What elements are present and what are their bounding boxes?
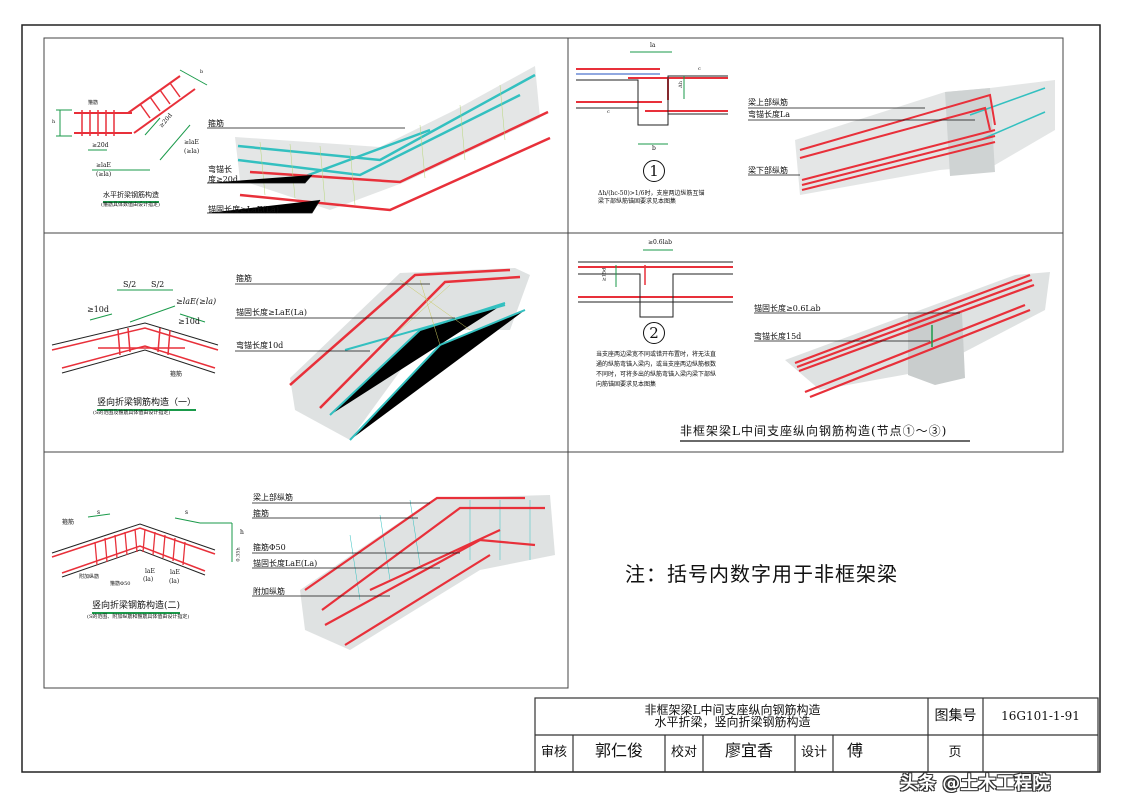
label-bend-1: 弯锚长: [208, 165, 232, 174]
node-1-diagram: [576, 51, 728, 145]
caption-vertical-fold-2: 竖向折梁钢筋构造(二): [92, 598, 181, 614]
caption-note: (S的范围及箍筋具体值由设计指定): [93, 410, 171, 416]
label-anchor: 锚固长度≥LaE(La): [208, 205, 279, 214]
note-line: 不同时，可将多出的纵筋弯锚入梁内梁下部纵: [596, 371, 717, 378]
label-bend-2: 度≥20d: [208, 175, 239, 184]
review-label: 审核: [540, 745, 567, 760]
small-label-stirrup: 箍筋: [170, 371, 183, 378]
label-bend-la: 弯锚长度La: [748, 110, 791, 119]
caption-horizontal-fold: 水平折梁钢筋构造: [103, 190, 159, 203]
label-bottom-rebar: 梁下部纵筋: [748, 166, 788, 175]
dim-s-1: s: [97, 509, 101, 516]
vertical-fold-beam-2-diagram: [51, 513, 233, 578]
label-anchor: 锚固长度LaE(La): [253, 559, 318, 568]
drawing-title-line-2: 水平折梁，竖向折梁钢筋构造: [654, 715, 811, 729]
dim-dh: Δh: [677, 81, 684, 88]
label-extra-rebar: 附加纵筋: [253, 587, 285, 596]
dim-lae-1: laE: [145, 568, 155, 575]
dim-s-half-1: S/2: [123, 280, 137, 289]
label-bend-15d: 弯锚长度15d: [754, 332, 802, 341]
small-label-stirrup: 箍筋: [62, 519, 75, 526]
caption-vertical-fold-1: 竖向折梁钢筋构造（一）: [97, 395, 197, 411]
dim-s-half-2: S/2: [151, 280, 165, 289]
label-stirrup: 箍筋: [208, 119, 224, 128]
caption-note: (S的范围、附加纵筋和箍筋具体值由设计指定): [87, 614, 190, 620]
dim-b: b: [652, 145, 656, 152]
caption-note: (箍筋具体数值由设计指定): [101, 202, 160, 208]
general-note: 注：括号内数字用于非框架梁: [625, 562, 898, 586]
node-1-3d: [748, 80, 1055, 195]
node-2-diagram: [578, 249, 733, 318]
dim-10d-b: ≥10d: [178, 317, 201, 326]
note-line: 向筋锚固要求见本图集: [596, 381, 657, 388]
atlas-label: 图集号: [934, 708, 977, 724]
check-name: 廖宜香: [724, 741, 773, 760]
design-name: 傅: [846, 741, 863, 760]
horizontal-fold-beam-diagram: [56, 69, 208, 171]
note-line: 当支座两边梁宽不同或错开布置时，将无法直: [596, 351, 717, 358]
drawing-title-line-1: 非框架梁L中间支座纵向钢筋构造: [644, 703, 821, 717]
dim-lae-2: laE: [170, 569, 180, 576]
dim-c2: c: [607, 109, 610, 115]
page-label: 页: [948, 745, 962, 760]
dim-035h: 0.35h: [235, 547, 242, 562]
title-block-grid: [534, 697, 1099, 773]
review-name: 郭仁俊: [594, 741, 643, 760]
dim-la-2: (la): [169, 578, 180, 585]
node-number-1: 1: [643, 160, 665, 182]
dim-lae-1: ≥laE: [96, 162, 111, 169]
dim-la: la: [650, 42, 656, 49]
dim-20d-a: ≥20d: [92, 142, 109, 149]
dim-s-2: s: [185, 509, 189, 516]
node-number-2: 2: [643, 322, 665, 344]
small-label-extra-rebar: 附加纵筋: [79, 574, 100, 580]
horizontal-fold-beam-3d: [207, 66, 551, 214]
vertical-fold-beam-2-3d: [252, 495, 555, 650]
section-title: 非框架梁L中间支座纵向钢筋构造(节点①～③): [680, 424, 948, 438]
label-anchor-06lab: 锚固长度≥0.6Lab: [754, 304, 821, 313]
label-stirrup50: 箍筋Φ50: [253, 543, 286, 552]
dim-la-2: (≥la): [184, 148, 200, 155]
note-line: 通的纵筋弯锚入梁内，或当支座两边纵筋根数: [596, 361, 717, 368]
note-line: Δh/(hc-50)>1/6时，支座两边纵筋互锚: [598, 190, 705, 197]
dim-15d: ≥15d: [601, 267, 608, 282]
dim-06lab: ≥0.6lab: [648, 239, 672, 246]
dim-la-1: (≥la): [96, 171, 112, 178]
dim-h: h: [52, 119, 56, 125]
check-label: 校对: [670, 745, 697, 760]
dim-10d-a: ≥10d: [87, 305, 110, 314]
label-bend-10d: 弯锚长度10d: [236, 341, 284, 350]
dim-b: b: [200, 69, 204, 75]
design-label: 设计: [800, 745, 827, 760]
dim-h: h: [240, 529, 244, 536]
vertical-fold-beam-1-3d: [235, 268, 530, 441]
dim-c1: c: [698, 66, 701, 72]
small-label-stirrup: 箍筋: [88, 100, 99, 106]
label-anchor: 锚固长度≥LaE(La): [236, 308, 307, 317]
label-stirrup: 箍筋: [236, 274, 252, 283]
label-stirrup: 箍筋: [253, 509, 269, 518]
label-top-rebar: 梁上部纵筋: [253, 493, 293, 502]
panel-grid: [43, 37, 1064, 689]
dim-lae-2: ≥laE: [184, 139, 199, 146]
note-line: 梁下部纵筋锚固要求见本图集: [598, 198, 677, 205]
label-top-rebar: 梁上部纵筋: [748, 98, 788, 107]
watermark: 头条 @土木工程院: [900, 773, 1051, 794]
small-label-stirrup50: 箍筋Φ50: [110, 581, 131, 587]
dim-lae: ≥laE(≥la): [176, 297, 217, 306]
vertical-fold-beam-1-diagram: [51, 289, 219, 374]
node-2-3d: [680, 272, 1050, 442]
dim-la-1: (la): [143, 576, 154, 583]
atlas-number: 16G101-1-91: [1001, 709, 1080, 723]
